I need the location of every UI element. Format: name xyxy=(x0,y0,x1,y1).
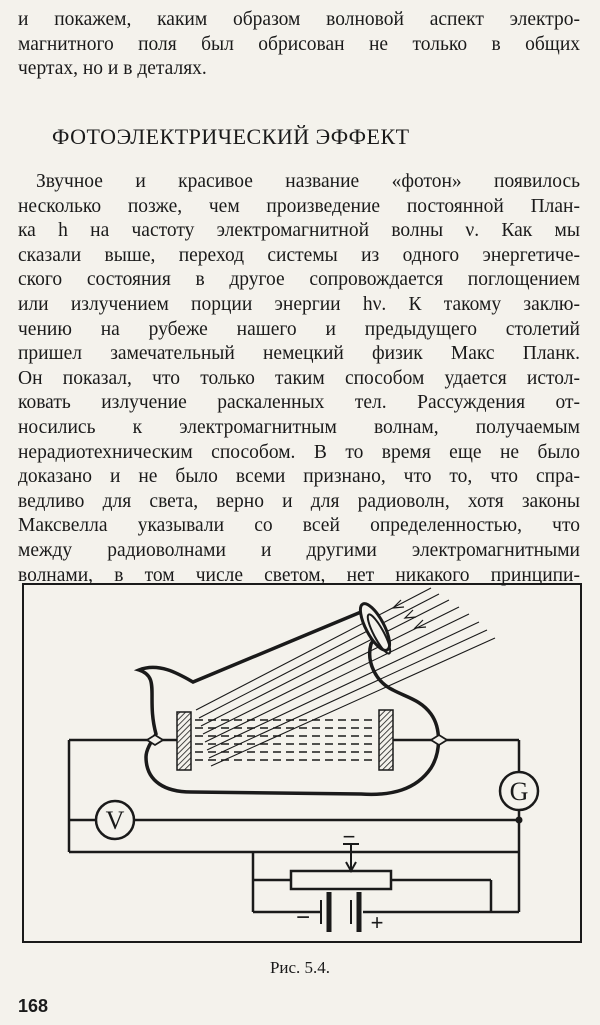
paragraph-line: волнами, в том числе светом, нет никаког… xyxy=(18,564,580,586)
paragraph-line: сказали выше, переход системы из одного … xyxy=(18,244,580,266)
paragraph-line: пришел замечательный немецкий физик Макс… xyxy=(18,343,580,365)
electron-flow xyxy=(195,719,377,761)
paragraph-line: Максвелла указывали со всей определеннос… xyxy=(18,515,580,537)
rheostat xyxy=(289,869,393,891)
photoelectric-apparatus-figure: V G − − + xyxy=(22,583,582,943)
rheostat-slider xyxy=(343,843,359,874)
paragraph-line: доказано и не было всеми признано, что т… xyxy=(18,466,580,488)
paragraph-line: ведливо для света, верно и для радиоволн… xyxy=(18,490,580,512)
intro-line: чертах, но и в деталях. xyxy=(18,58,207,80)
anode-plate xyxy=(378,709,394,771)
cathode-plate xyxy=(176,711,192,771)
paragraph-line: между радиоволнами и другими электромагн… xyxy=(18,539,580,561)
battery xyxy=(320,892,362,932)
paragraph-line: ского состояния в другое сопровождается … xyxy=(18,269,580,291)
intro-line: и покажем, каким образом волновой аспект… xyxy=(18,9,580,30)
galvanometer xyxy=(498,770,540,812)
vacuum-tube xyxy=(133,609,441,797)
battery-plus-sign: + xyxy=(371,910,384,935)
paragraph-line: ковать излучение раскаленных тел. Рассуж… xyxy=(18,392,580,414)
body-paragraph: Звучное и красивое название «фотон» появ… xyxy=(18,170,580,588)
intro-line: магнитного поля был обрисован не только … xyxy=(18,33,580,55)
paragraph-line: Звучное и красивое название «фотон» появ… xyxy=(36,171,580,192)
voltmeter-label: V xyxy=(106,806,125,835)
paragraph-line: нерадиотехническим способом. В то время … xyxy=(18,441,580,463)
intro-text: и покажем, каким образом волновой аспект… xyxy=(18,8,580,82)
paragraph-line: несколько позже, чем произведение постоя… xyxy=(18,195,580,217)
figure-frame xyxy=(22,583,582,943)
figure-caption: Рис. 5.4. xyxy=(269,958,331,977)
circuit-wires xyxy=(67,740,521,914)
rheostat-minus-sign: − xyxy=(343,824,356,849)
page-number: 168 xyxy=(18,996,49,1016)
paragraph-line: носились к электромагнитным волнам, полу… xyxy=(18,416,580,438)
paragraph-line: или излучением порции энергии hν. К тако… xyxy=(18,293,580,315)
voltmeter xyxy=(94,799,136,841)
ray-arrowheads xyxy=(391,599,427,629)
section-heading: ФОТОЭЛЕКТРИЧЕСКИЙ ЭФФЕКТ xyxy=(52,124,410,149)
battery-minus-sign: − xyxy=(296,904,310,931)
paragraph-line: Он показал, что только таким способом уд… xyxy=(18,367,580,389)
paragraph-line: ка h на частоту электромагнитной волны ν… xyxy=(18,220,580,242)
paragraph-line: чению на рубеже нашего и предыдущего сто… xyxy=(18,318,580,340)
galvanometer-label: G xyxy=(510,777,529,806)
